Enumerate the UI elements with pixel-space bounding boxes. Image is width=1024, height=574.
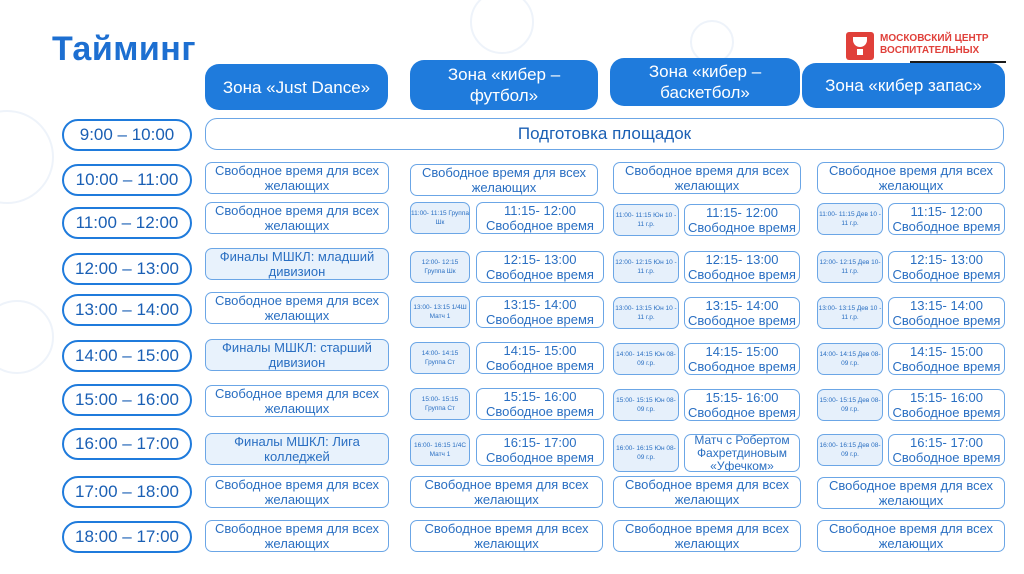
football-free-block: 16:15- 17:00 Свободное время <box>476 434 604 466</box>
reserve-free-time: Свободное время для всех желающих <box>817 162 1005 194</box>
time-slot: 18:00 – 17:00 <box>62 521 192 553</box>
football-free-block: 15:15- 16:00 Свободное время <box>476 388 604 420</box>
reserve-free-block: 11:15- 12:00 Свободное время <box>888 203 1005 235</box>
football-free-time: Свободное время для всех желающих <box>410 520 603 552</box>
reserve-slot: 11:00- 11:15 Дев 10 - 11 г.р. <box>817 203 883 235</box>
just-dance-free-time: Свободное время для всех желающих <box>205 520 389 552</box>
football-slot: 16:00- 16:15 1/4С Матч 1 <box>410 434 470 466</box>
just-dance-free-time: Свободное время для всех желающих <box>205 292 389 324</box>
basketball-slot: 12:00- 12:15 Юн 10 - 11 г.р. <box>613 251 679 283</box>
basketball-free-block: 11:15- 12:00 Свободное время <box>684 204 800 236</box>
football-free-block: 12:15- 13:00 Свободное время <box>476 251 604 283</box>
football-slot: 14:00- 14:15 Группа Ст <box>410 342 470 374</box>
logo: Московский центр воспитательных <box>846 32 1006 62</box>
just-dance-final: Финалы МШКЛ: младший дивизион <box>205 248 389 280</box>
reserve-slot: 13:00- 13:15 Дев 10 - 11 г.р. <box>817 297 883 329</box>
basketball-slot: 13:00- 13:15 Юн 10 - 11 г.р. <box>613 297 679 329</box>
zone-header-cyber-basketball: Зона «кибер – баскетбол» <box>610 58 800 106</box>
football-slot: 13:00- 13:15 1/4Ш Матч 1 <box>410 296 470 328</box>
just-dance-free-time: Свободное время для всех желающих <box>205 385 389 417</box>
football-free-block: 14:15- 15:00 Свободное время <box>476 342 604 374</box>
just-dance-free-time: Свободное время для всех желающих <box>205 162 389 194</box>
time-slot: 14:00 – 15:00 <box>62 340 192 372</box>
reserve-free-time: Свободное время для всех желающих <box>817 477 1005 509</box>
basketball-free-block: 13:15- 14:00 Свободное время <box>684 297 800 329</box>
zone-header-cyber-reserve: Зона «кибер запас» <box>802 63 1005 108</box>
reserve-slot: 15:00- 15:15 Дев 08-09 г.р. <box>817 389 883 421</box>
trophy-icon <box>846 32 874 60</box>
time-slot: 16:00 – 17:00 <box>62 428 192 460</box>
reserve-free-block: 15:15- 16:00 Свободное время <box>888 389 1005 421</box>
football-free-time: Свободное время для всех желающих <box>410 476 603 508</box>
preparation-banner: Подготовка площадок <box>205 118 1004 150</box>
just-dance-free-time: Свободное время для всех желающих <box>205 476 389 508</box>
reserve-free-block: 13:15- 14:00 Свободное время <box>888 297 1005 329</box>
background-decoration <box>0 110 54 204</box>
reserve-slot: 12:00- 12:15 Дев 10-11 г.р. <box>817 251 883 283</box>
zone-header-just-dance: Зона «Just Dance» <box>205 64 388 110</box>
basketball-free-block: 14:15- 15:00 Свободное время <box>684 343 800 375</box>
basketball-match-block: Матч с Робертом Фахретдиновым «Уфечком» <box>684 434 800 472</box>
basketball-free-time: Свободное время для всех желающих <box>613 162 801 194</box>
football-free-block: 11:15- 12:00 Свободное время <box>476 202 604 234</box>
logo-text: Московский центр воспитательных <box>880 33 989 56</box>
time-slot: 13:00 – 14:00 <box>62 294 192 326</box>
basketball-slot: 16:00- 16:15 Юн 08-09 г.р. <box>613 434 679 472</box>
just-dance-final: Финалы МШКЛ: старший дивизион <box>205 339 389 371</box>
reserve-slot: 14:00- 14:15 Дев 08-09 г.р. <box>817 343 883 375</box>
basketball-free-time: Свободное время для всех желающих <box>613 476 801 508</box>
background-decoration <box>470 0 534 54</box>
football-slot: 15:00- 15:15 Группа Ст <box>410 388 470 420</box>
football-free-block: 13:15- 14:00 Свободное время <box>476 296 604 328</box>
reserve-free-time: Свободное время для всех желающих <box>817 520 1005 552</box>
basketball-free-block: 12:15- 13:00 Свободное время <box>684 251 800 283</box>
time-slot: 15:00 – 16:00 <box>62 384 192 416</box>
time-slot: 10:00 – 11:00 <box>62 164 192 196</box>
basketball-free-time: Свободное время для всех желающих <box>613 520 801 552</box>
logo-underline <box>910 61 1006 63</box>
zone-header-cyber-football: Зона «кибер – футбол» <box>410 60 598 110</box>
reserve-slot: 16:00- 16:15 Дев 08-09 г.р. <box>817 434 883 466</box>
basketball-slot: 11:00- 11:15 Юн 10 - 11 г.р. <box>613 204 679 236</box>
time-slot: 9:00 – 10:00 <box>62 119 192 151</box>
time-slot: 12:00 – 13:00 <box>62 253 192 285</box>
basketball-slot: 14:00- 14:15 Юн 08-09 г.р. <box>613 343 679 375</box>
football-slot: 12:00- 12:15 Группа Шк <box>410 251 470 283</box>
background-decoration <box>0 300 54 374</box>
reserve-free-block: 14:15- 15:00 Свободное время <box>888 343 1005 375</box>
just-dance-final: Финалы МШКЛ: Лига колледжей <box>205 433 389 465</box>
reserve-free-block: 16:15- 17:00 Свободное время <box>888 434 1005 466</box>
football-slot: 11:00- 11:15 Группа Шк <box>410 202 470 234</box>
time-slot: 17:00 – 18:00 <box>62 476 192 508</box>
basketball-free-block: 15:15- 16:00 Свободное время <box>684 389 800 421</box>
page-title: Тайминг <box>52 30 196 68</box>
reserve-free-block: 12:15- 13:00 Свободное время <box>888 251 1005 283</box>
basketball-slot: 15:00- 15:15 Юн 08-09 г.р. <box>613 389 679 421</box>
football-free-time: Свободное время для всех желающих <box>410 164 598 196</box>
just-dance-free-time: Свободное время для всех желающих <box>205 202 389 234</box>
time-slot: 11:00 – 12:00 <box>62 207 192 239</box>
